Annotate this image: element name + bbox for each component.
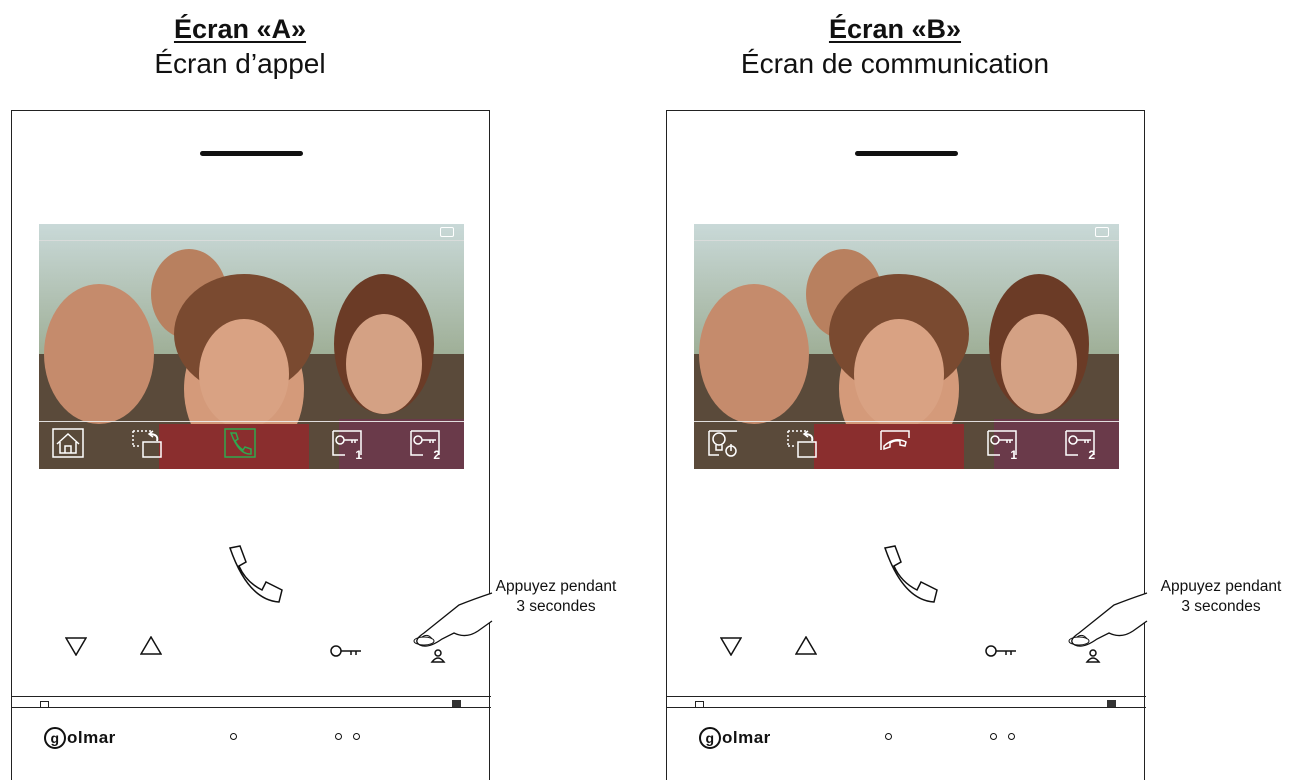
up-arrow-button[interactable]	[795, 636, 817, 656]
handset-button[interactable]	[222, 544, 284, 606]
key-1-icon[interactable]: 1	[331, 428, 363, 462]
door-key-button[interactable]	[985, 644, 1017, 658]
status-line	[694, 240, 1119, 241]
video-screen: 1 2	[39, 224, 464, 469]
bottom-trim	[10, 696, 491, 708]
camera-image	[694, 224, 1119, 469]
hang-up-icon[interactable]	[879, 428, 911, 458]
press-note-line: Appuyez pendant	[1160, 578, 1282, 595]
status-led-right	[452, 700, 461, 707]
press-note: Appuyez pendant 3 secondes	[491, 577, 621, 617]
bottom-trim	[665, 696, 1146, 708]
panel-screen-b: Écran «B» Écran de communication	[655, 0, 1281, 780]
pressing-finger-icon	[1068, 592, 1148, 647]
transfer-icon[interactable]	[131, 428, 163, 458]
key-2-icon[interactable]: 2	[409, 428, 441, 462]
press-note-line: Appuyez pendant	[495, 578, 617, 595]
person-button[interactable]	[430, 649, 446, 663]
indicator-dot	[335, 733, 342, 740]
menu-separator	[694, 421, 1119, 422]
indicator-dot	[230, 733, 237, 740]
person-button[interactable]	[1085, 649, 1101, 663]
panel-subtitle: Écran d’appel	[154, 48, 326, 79]
press-note-line: 3 secondes	[516, 598, 596, 615]
status-led-left	[695, 701, 704, 708]
key-number: 2	[1088, 448, 1095, 462]
status-led-left	[40, 701, 49, 708]
down-arrow-button[interactable]	[65, 636, 87, 656]
handset-button[interactable]	[877, 544, 939, 606]
video-screen: 1 2	[694, 224, 1119, 469]
press-note-line: 3 secondes	[1181, 598, 1261, 615]
camera-status-icon	[440, 227, 454, 237]
up-arrow-button[interactable]	[140, 636, 162, 656]
status-line	[39, 240, 464, 241]
indicator-dot	[1008, 733, 1015, 740]
key-1-icon[interactable]: 1	[986, 428, 1018, 462]
panel-title: Écran «B»	[828, 14, 962, 44]
panel-title: Écran «A»	[173, 14, 307, 44]
light-icon[interactable]	[707, 428, 739, 458]
indicator-dot	[353, 733, 360, 740]
key-2-icon[interactable]: 2	[1064, 428, 1096, 462]
home-icon[interactable]	[52, 428, 84, 458]
key-number: 1	[1010, 448, 1017, 462]
press-note: Appuyez pendant 3 secondes	[1146, 577, 1296, 617]
indicator-dot	[885, 733, 892, 740]
key-number: 2	[433, 448, 440, 462]
indicator-dot	[990, 733, 997, 740]
speaker-slot	[200, 151, 303, 156]
down-arrow-button[interactable]	[720, 636, 742, 656]
door-key-button[interactable]	[330, 644, 362, 658]
key-number: 1	[355, 448, 362, 462]
panel-screen-a: Écran «A» Écran d’appel	[0, 0, 616, 780]
pressing-finger-icon	[413, 592, 493, 647]
camera-status-icon	[1095, 227, 1109, 237]
panel-subtitle: Écran de communication	[740, 48, 1050, 79]
menu-separator	[39, 421, 464, 422]
answer-call-icon[interactable]	[224, 428, 256, 458]
transfer-icon[interactable]	[786, 428, 818, 458]
speaker-slot	[855, 151, 958, 156]
status-led-right	[1107, 700, 1116, 707]
camera-image	[39, 224, 464, 469]
